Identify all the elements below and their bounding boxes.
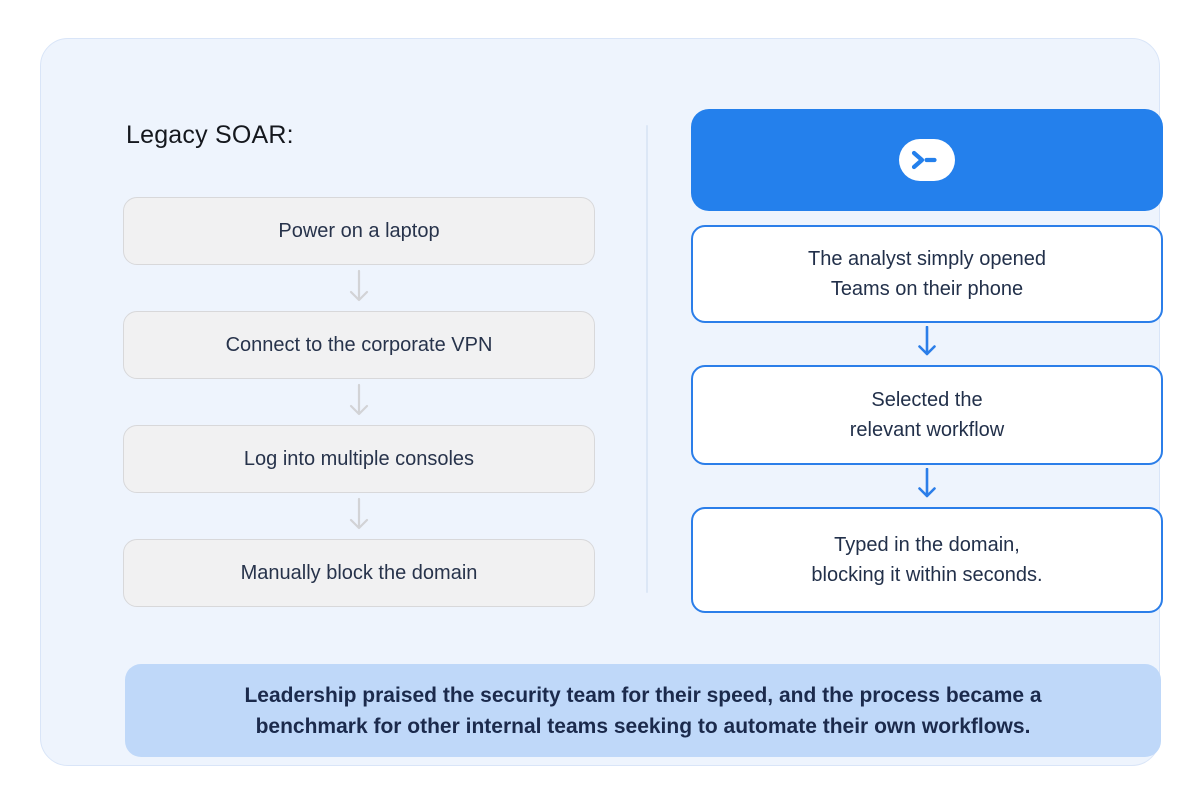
divider (646, 125, 648, 593)
down-arrow-blue-1 (691, 323, 1163, 365)
down-arrow-icon (349, 497, 369, 530)
legacy-step-3: Log into multiple consoles (123, 425, 595, 493)
automated-step-1: The analyst simply opened Teams on their… (691, 225, 1163, 323)
terminal-prompt-icon (899, 139, 955, 181)
automated-step-2: Selected the relevant workflow (691, 365, 1163, 465)
automated-flow: The analyst simply opened Teams on their… (691, 109, 1163, 613)
down-arrow-blue-2 (691, 465, 1163, 507)
legacy-step-1: Power on a laptop (123, 197, 595, 265)
down-arrow-icon (349, 383, 369, 416)
down-arrow-gray-3 (123, 493, 595, 539)
legacy-step-4: Manually block the domain (123, 539, 595, 607)
down-arrow-gray-1 (123, 265, 595, 311)
down-arrow-icon (918, 468, 936, 498)
down-arrow-icon (349, 269, 369, 302)
down-arrow-gray-2 (123, 379, 595, 425)
automated-step-3: Typed in the domain, blocking it within … (691, 507, 1163, 613)
automation-header (691, 109, 1163, 211)
down-arrow-icon (918, 326, 936, 356)
comparison-panel: Legacy SOAR: Power on a laptop Connect t… (40, 38, 1163, 766)
legacy-step-2: Connect to the corporate VPN (123, 311, 595, 379)
legacy-flow: Power on a laptop Connect to the corpora… (123, 197, 595, 607)
outcome-banner: Leadership praised the security team for… (125, 664, 1161, 757)
legacy-soar-heading: Legacy SOAR: (126, 121, 294, 149)
